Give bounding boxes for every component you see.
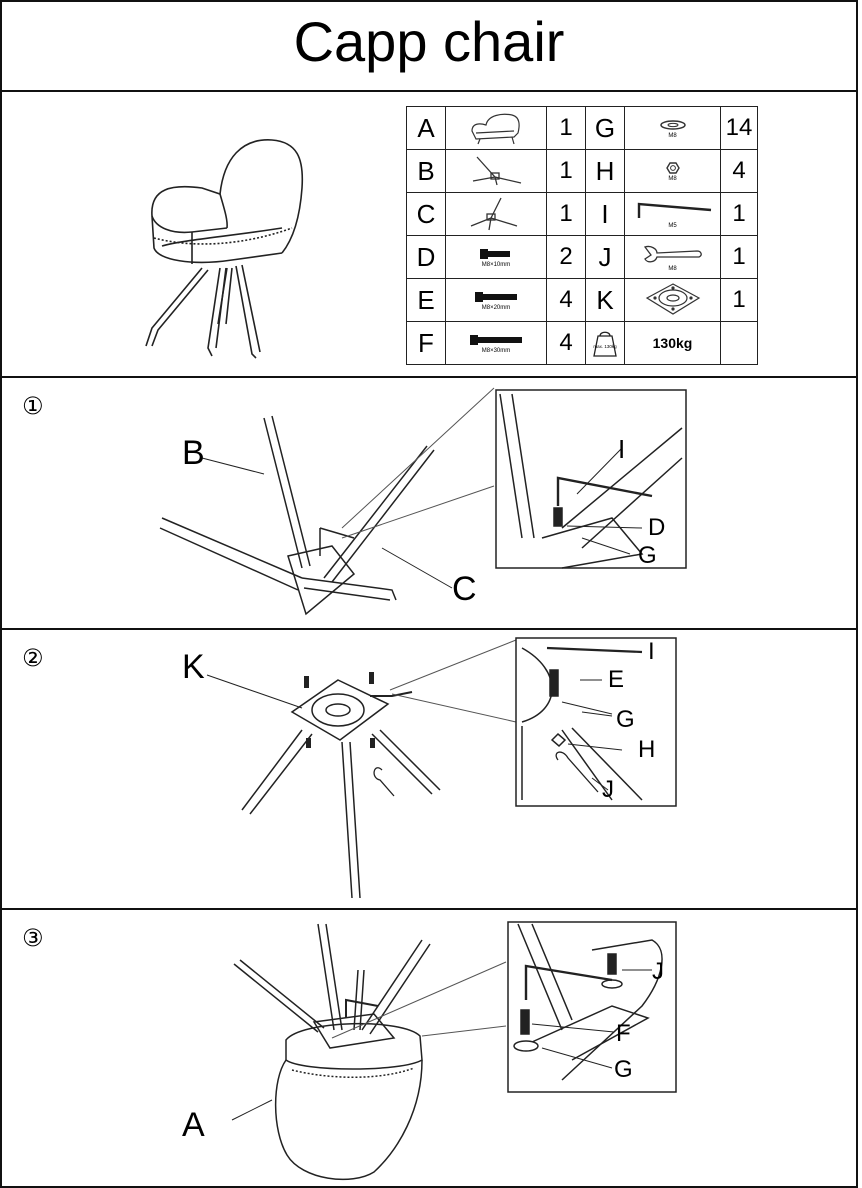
- step-3-diagram: [231, 921, 677, 1181]
- part-letter: A: [406, 106, 446, 150]
- wrench-icon: M8: [624, 235, 721, 279]
- step-number: ①: [22, 392, 44, 420]
- parts-row: F M8×30mm 4 max. 130kg 130kg: [406, 321, 758, 365]
- callout-g: G: [638, 542, 657, 569]
- part-sublabel: M8: [668, 265, 677, 272]
- part-letter: G: [585, 106, 625, 150]
- chair-illustration: [145, 139, 304, 359]
- part-qty: 4: [546, 278, 586, 322]
- callout-j: J: [602, 776, 614, 803]
- part-letter: H: [585, 149, 625, 193]
- part-qty: 1: [720, 278, 758, 322]
- step-2-panel: ②: [0, 628, 858, 910]
- part-letter: C: [406, 192, 446, 236]
- allen-key-icon: M5: [624, 192, 721, 236]
- part-sublabel: M5: [668, 222, 677, 229]
- part-qty: 1: [546, 192, 586, 236]
- parts-table: A 1 G M8 14 B 1 H: [406, 106, 758, 365]
- nut-icon: M8: [624, 149, 721, 193]
- seat-icon: [445, 106, 547, 150]
- title-panel: Capp chair: [0, 0, 858, 92]
- parts-row: C 1 I M5 1: [406, 192, 758, 236]
- step-number: ③: [22, 924, 44, 952]
- part-letter: E: [406, 278, 446, 322]
- max-load-label: 130kg: [624, 321, 721, 365]
- part-qty: 1: [546, 106, 586, 150]
- page-title: Capp chair: [293, 10, 565, 73]
- part-letter: I: [585, 192, 625, 236]
- step-2-diagram: [206, 637, 677, 899]
- callout-c: C: [452, 570, 477, 608]
- weight-icon: max. 130kg: [585, 321, 625, 365]
- part-qty: 1: [720, 192, 758, 236]
- part-letter: F: [406, 321, 446, 365]
- part-sublabel: M8×30mm: [481, 347, 511, 354]
- step-1-panel: ① B C: [0, 376, 858, 630]
- callout-h: H: [638, 736, 656, 763]
- part-letter: D: [406, 235, 446, 279]
- part-qty: [720, 321, 758, 365]
- parts-row: B 1 H M8 4: [406, 149, 758, 193]
- callout-g: G: [616, 706, 635, 733]
- parts-row: E M8×20mm 4 K 1: [406, 278, 758, 322]
- part-letter: B: [406, 149, 446, 193]
- step-1-diagram: [159, 387, 687, 616]
- part-qty: 4: [546, 321, 586, 365]
- bolt-icon: M8×30mm: [445, 321, 547, 365]
- callout-e: E: [608, 666, 625, 693]
- callout-j: J: [652, 958, 664, 985]
- leg-frame-icon: [445, 149, 547, 193]
- bolt-icon: M8×10mm: [445, 235, 547, 279]
- step-3-panel: ③: [0, 908, 858, 1188]
- swivel-plate-icon: [624, 278, 721, 322]
- callout-b: B: [182, 434, 205, 472]
- leg-frame-icon: [445, 192, 547, 236]
- part-sublabel: M8×10mm: [481, 261, 511, 268]
- callout-i: I: [618, 434, 626, 464]
- part-qty: 1: [546, 149, 586, 193]
- part-qty: 2: [546, 235, 586, 279]
- part-letter: J: [585, 235, 625, 279]
- part-sublabel: M8×20mm: [481, 304, 511, 311]
- bolt-icon: M8×20mm: [445, 278, 547, 322]
- callout-a: A: [182, 1106, 205, 1144]
- callout-d: D: [648, 514, 666, 541]
- parts-panel: A 1 G M8 14 B 1 H: [0, 90, 858, 378]
- part-sublabel: M8: [668, 175, 677, 182]
- callout-f: F: [616, 1020, 631, 1047]
- parts-row: D M8×10mm 2 J M8 1: [406, 235, 758, 279]
- callout-k: K: [182, 648, 205, 686]
- part-qty: 4: [720, 149, 758, 193]
- callout-g: G: [614, 1056, 633, 1083]
- part-qty: 1: [720, 235, 758, 279]
- washer-icon: M8: [624, 106, 721, 150]
- part-letter: K: [585, 278, 625, 322]
- step-number: ②: [22, 644, 44, 672]
- weight-sublabel: max. 130kg: [593, 344, 617, 349]
- part-sublabel: M8: [668, 132, 677, 139]
- part-qty: 14: [720, 106, 758, 150]
- parts-row: A 1 G M8 14: [406, 106, 758, 150]
- callout-i: I: [648, 638, 655, 665]
